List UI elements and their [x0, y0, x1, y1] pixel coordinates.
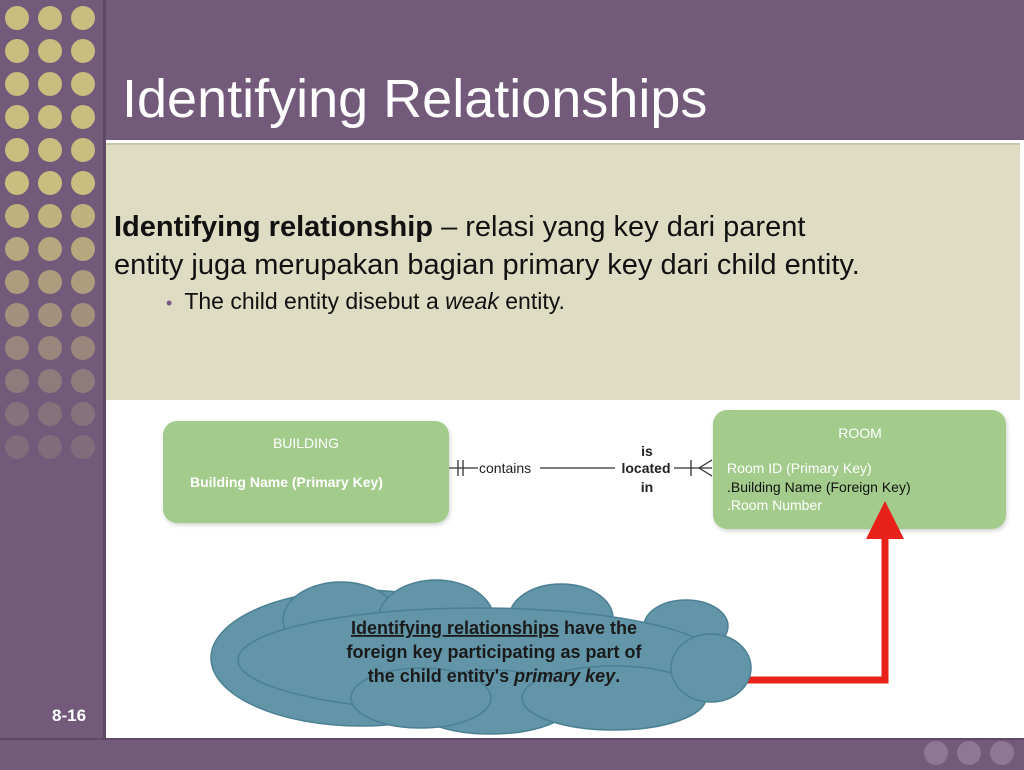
decor-dot: [71, 204, 95, 228]
decor-dot: [5, 6, 29, 30]
bullet-item: • The child entity disebut a weak entity.: [166, 286, 565, 318]
bullet-icon: •: [166, 293, 173, 313]
decor-dot: [5, 303, 29, 327]
decor-dot: [71, 105, 95, 129]
callout-underlined: Identifying relationships: [351, 618, 559, 638]
crow-foot-bottom: [698, 467, 713, 477]
decor-dot: [5, 270, 29, 294]
vertical-divider: [103, 0, 106, 738]
decor-dot: [38, 72, 62, 96]
decor-dot: [5, 138, 29, 162]
room-entity-box: [713, 410, 1006, 529]
title-band: [106, 0, 1024, 140]
decor-dot: [71, 369, 95, 393]
room-attribute-1: Room ID (Primary Key): [727, 460, 872, 476]
decor-dot: [38, 435, 62, 459]
relation-label-in: in: [641, 479, 653, 495]
room-attribute-3: .Room Number: [727, 497, 822, 513]
relation-label-is: is: [641, 443, 653, 459]
crow-foot-top: [698, 459, 713, 469]
cloud-text: Identifying relationships have the forei…: [346, 618, 642, 686]
bullet-text-after: entity.: [498, 288, 565, 314]
bottom-dot: [990, 741, 1014, 765]
svg-text:Identifying relationships have: Identifying relationships have the: [351, 618, 637, 638]
decor-dot: [38, 369, 62, 393]
decor-dot: [38, 336, 62, 360]
decor-dot: [5, 105, 29, 129]
relation-label-contains: contains: [479, 460, 531, 476]
decor-dot: [71, 6, 95, 30]
callout-line2: foreign key participating as part of: [346, 642, 642, 662]
bullet-emphasis: weak: [445, 288, 499, 314]
bottom-dot: [924, 741, 948, 765]
decor-dot: [38, 204, 62, 228]
red-arrow-head: [866, 501, 904, 539]
decor-dot: [71, 435, 95, 459]
decor-dot: [71, 237, 95, 261]
decor-dot: [5, 72, 29, 96]
callout-line3-emphasis: primary key: [513, 666, 616, 686]
decor-dot: [5, 435, 29, 459]
decor-dot: [5, 402, 29, 426]
decor-dot: [38, 171, 62, 195]
building-title: BUILDING: [273, 435, 339, 451]
page-number: 8-16: [52, 706, 87, 725]
decor-dot: [71, 72, 95, 96]
definition-text-2: entity juga merupakan bagian primary key…: [114, 249, 860, 281]
slide-title: Identifying Relationships: [122, 69, 708, 129]
decor-dot: [38, 270, 62, 294]
building-attribute: Building Name (Primary Key): [190, 474, 383, 490]
decor-dot: [71, 303, 95, 327]
decor-dot: [71, 402, 95, 426]
relation-label-located: located: [621, 460, 670, 476]
definition-text-1: – relasi yang key dari parent: [433, 211, 806, 243]
room-title: ROOM: [838, 425, 882, 441]
callout-line3-after: .: [615, 666, 620, 686]
decor-dot: [5, 171, 29, 195]
decor-dot: [5, 369, 29, 393]
decor-dot: [38, 105, 62, 129]
callout-line3-before: the child entity's: [368, 666, 514, 686]
decor-dot: [71, 39, 95, 63]
decor-dot: [38, 237, 62, 261]
decor-dot: [38, 39, 62, 63]
decor-dot: [71, 336, 95, 360]
definition-term: Identifying relationship: [114, 211, 434, 243]
decor-dot: [38, 138, 62, 162]
svg-text:the child entity's primary key: the child entity's primary key.: [368, 666, 620, 686]
er-diagram: BUILDING Building Name (Primary Key) con…: [163, 410, 1006, 735]
bottom-band: [0, 738, 1024, 770]
red-arrow-line: [706, 538, 889, 684]
definition-paragraph: Identifying relationship – relasi yang k…: [114, 208, 1014, 284]
decor-dot: [38, 6, 62, 30]
decor-dot: [5, 336, 29, 360]
building-entity-box: [163, 421, 449, 523]
bottom-dot: [957, 741, 981, 765]
decor-dot: [38, 303, 62, 327]
bullet-text-before: The child entity disebut a: [184, 288, 446, 314]
cloud-callout: [210, 579, 752, 735]
decor-dot: [5, 204, 29, 228]
room-attribute-2: .Building Name (Foreign Key): [727, 479, 911, 495]
decor-dot: [71, 171, 95, 195]
decor-dot: [38, 402, 62, 426]
decor-dot: [5, 237, 29, 261]
decor-dot: [71, 270, 95, 294]
content-box: [106, 143, 1020, 400]
callout-line1: have the: [559, 618, 637, 638]
decor-dot: [5, 39, 29, 63]
decor-dot: [71, 138, 95, 162]
